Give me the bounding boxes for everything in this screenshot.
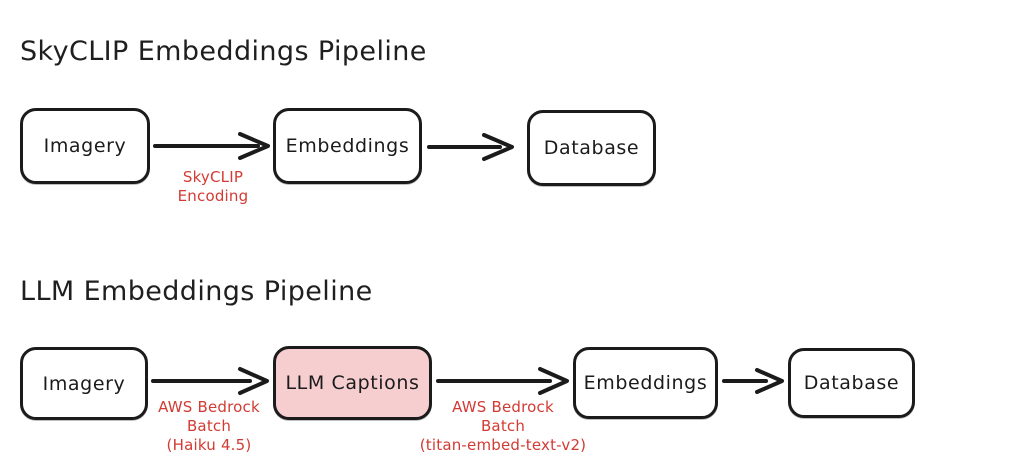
node-llm-captions[interactable]: LLM Captions [273, 346, 432, 420]
node-label: Embeddings [285, 135, 410, 157]
node-label: Database [803, 372, 900, 394]
arrow-r2-embeddings-to-database [722, 368, 784, 394]
node-database-llm[interactable]: Database [788, 348, 915, 418]
node-imagery-llm[interactable]: Imagery [20, 347, 148, 420]
node-label: Embeddings [583, 372, 708, 394]
edge-label-bedrock-titan: AWS Bedrock Batch (titan-embed-text-v2) [419, 398, 587, 454]
node-label: Imagery [43, 135, 127, 157]
node-label: Imagery [42, 372, 126, 395]
node-embeddings-skyclip[interactable]: Embeddings [273, 108, 422, 184]
node-embeddings-llm[interactable]: Embeddings [573, 347, 718, 419]
node-database-skyclip[interactable]: Database [527, 110, 656, 186]
arrow-r2-captions-to-embeddings [436, 367, 569, 395]
section-title-llm: LLM Embeddings Pipeline [20, 276, 373, 307]
arrow-r2-imagery-to-captions [151, 367, 269, 395]
edge-label-skyclip-encoding: SkyCLIP Encoding [177, 168, 249, 205]
node-label: LLM Captions [285, 372, 420, 394]
section-title-skyclip: SkyCLIP Embeddings Pipeline [20, 36, 427, 67]
arrow-r1-imagery-to-embeddings [153, 132, 270, 160]
node-imagery-skyclip[interactable]: Imagery [20, 108, 150, 184]
node-label: Database [543, 137, 640, 159]
edge-label-bedrock-haiku: AWS Bedrock Batch (Haiku 4.5) [158, 398, 260, 454]
arrow-r1-embeddings-to-database [427, 133, 514, 161]
